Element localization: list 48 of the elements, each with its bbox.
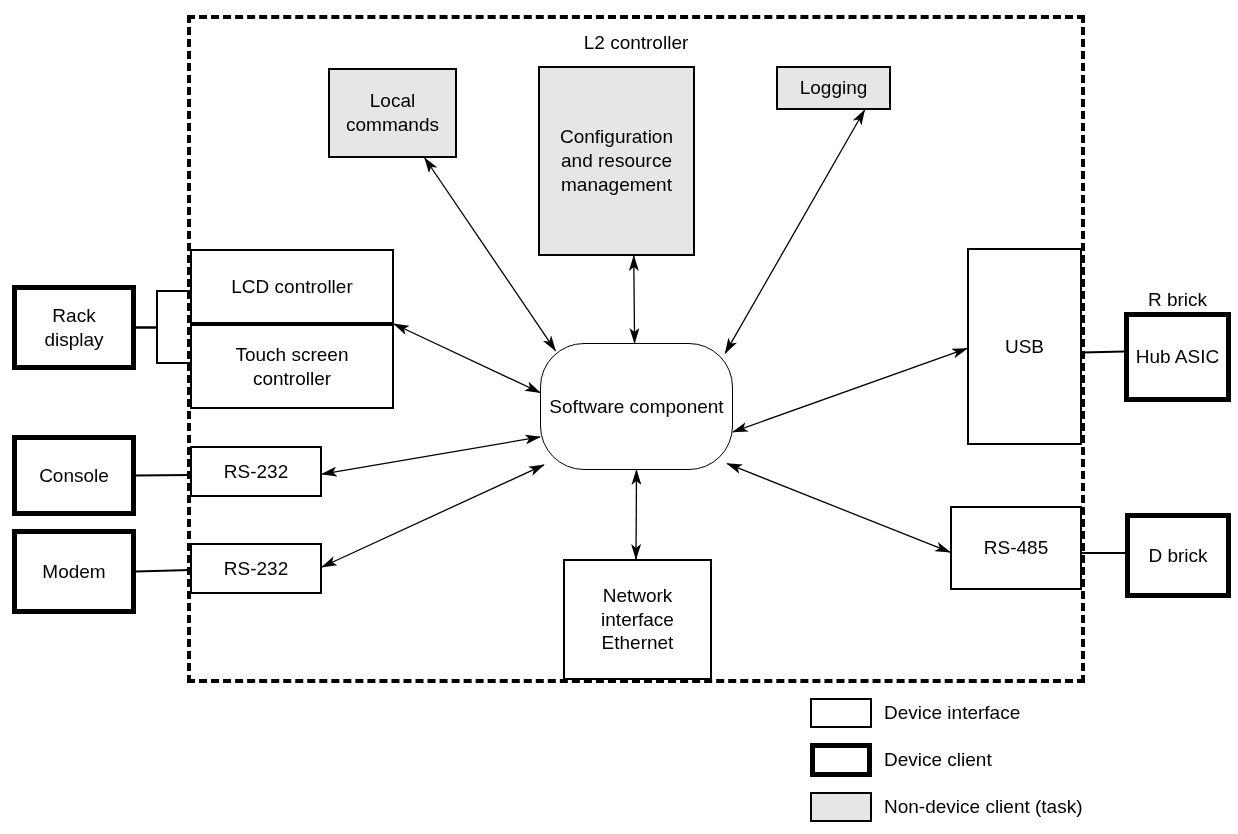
task-box: [776, 66, 891, 110]
client-box: [1125, 513, 1231, 598]
interface-box: [190, 249, 394, 324]
legend-label: Non-device client (task): [884, 796, 1083, 818]
legend-label: Device interface: [884, 702, 1021, 724]
node-label: Rack display: [43, 303, 105, 352]
double-arrow: [424, 157, 557, 352]
node-label: Hub ASIC: [1134, 345, 1221, 369]
client-box: [12, 529, 136, 614]
double-arrow: [321, 464, 545, 568]
node-label: RS-232: [222, 459, 290, 484]
double-arrow: [628, 255, 640, 344]
node-label: Logging: [798, 76, 869, 100]
interface-box: [190, 324, 394, 409]
double-arrow: [393, 323, 541, 394]
component-rounded-box: [540, 343, 733, 470]
controller-boundary: [187, 15, 1085, 683]
node-label: Network interface Ethernet: [600, 583, 675, 656]
task-box: [538, 66, 695, 256]
node-caption: R brick: [1146, 289, 1209, 311]
node-label: USB: [1003, 334, 1046, 359]
interface-box: [950, 506, 1082, 590]
group-title: L2 controller: [583, 31, 689, 55]
node-label: D brick: [1147, 543, 1209, 568]
double-arrow: [724, 109, 866, 355]
double-arrow: [631, 469, 642, 560]
node-label: Configuration and resource management: [559, 125, 674, 197]
node-label: RS-232: [222, 556, 290, 581]
node-label: Software component: [548, 394, 725, 419]
interface-box: [190, 543, 322, 594]
node-label: Touch screen controller: [234, 342, 350, 391]
interface-box: [190, 446, 322, 497]
node-label: LCD controller: [230, 274, 354, 299]
legend-label: Device client: [884, 749, 992, 771]
double-arrow: [726, 463, 951, 553]
connector-line: [135, 326, 191, 365]
interface-box: [967, 248, 1082, 445]
interface-box: [563, 559, 712, 680]
node-label: Console: [38, 463, 110, 488]
node-label: Modem: [41, 559, 107, 584]
client-box: [12, 435, 136, 516]
double-arrow: [321, 434, 541, 477]
client-box: [12, 285, 136, 370]
task-box: [328, 68, 457, 158]
node-label: Local commands: [345, 89, 440, 137]
double-arrow: [732, 347, 968, 433]
connector-line: [1081, 551, 1126, 555]
node-label: RS-485: [982, 536, 1050, 560]
